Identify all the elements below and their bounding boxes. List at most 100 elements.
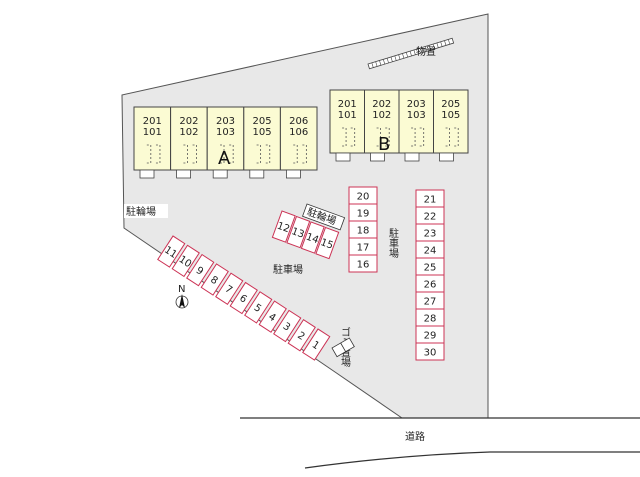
svg-text:8: 8	[208, 274, 219, 287]
parking-stall-right: 26	[415, 274, 445, 293]
parking-stall-right: 22	[415, 206, 445, 225]
parking-stall-right: 29	[415, 325, 445, 344]
svg-text:22: 22	[424, 212, 437, 223]
building-a-unit-upper: 201	[143, 116, 162, 127]
svg-text:13: 13	[290, 226, 306, 241]
svg-text:30: 30	[424, 348, 437, 359]
building-b-unit-lower: 101	[338, 110, 357, 121]
parking-stall-diagonal: 4	[258, 300, 287, 333]
road-line-bottom	[304, 451, 640, 469]
bicycle-parking-1-label: 駐輪場	[126, 205, 156, 218]
parking-stall-small: 15	[315, 226, 340, 260]
north-arrow-icon: N	[175, 284, 189, 309]
parking-stall-right: 25	[415, 257, 445, 276]
parking-stall-right: 24	[415, 240, 445, 259]
svg-text:24: 24	[424, 246, 437, 257]
svg-text:6: 6	[237, 293, 248, 306]
parking-stall-diagonal: 10	[171, 244, 200, 278]
svg-text:7: 7	[223, 284, 234, 297]
svg-text:16: 16	[357, 260, 370, 271]
svg-text:17: 17	[357, 243, 370, 254]
svg-text:2: 2	[295, 330, 306, 343]
building-b-unit-lower: 102	[372, 110, 391, 121]
parking-stall-middle: 20	[348, 186, 378, 205]
parking-right-label: 駐車場	[387, 227, 399, 259]
svg-text:20: 20	[357, 192, 370, 203]
svg-text:21: 21	[424, 195, 437, 206]
svg-text:N: N	[178, 284, 185, 295]
svg-text:14: 14	[304, 232, 320, 247]
parking-middle: 20 19 18 17 16	[348, 186, 378, 273]
building-a-unit-lower: 105	[253, 127, 272, 138]
svg-text:25: 25	[424, 263, 437, 274]
building-b-unit-upper: 205	[441, 99, 460, 110]
building-b-unit-upper: 202	[372, 99, 391, 110]
svg-text:27: 27	[424, 297, 437, 308]
building-a-unit-upper: 206	[289, 116, 308, 127]
building-a-unit-lower: 103	[216, 127, 235, 138]
svg-text:18: 18	[357, 226, 370, 237]
storage-strip	[367, 37, 455, 70]
building-b-unit-lower: 103	[407, 110, 426, 121]
parking-stall-right: 27	[415, 291, 445, 310]
parking-stall-right: 23	[415, 223, 445, 242]
parking-stall-small: 12	[271, 210, 296, 243]
road-label: 道路	[405, 430, 425, 443]
building-b-unit-lower: 105	[441, 110, 460, 121]
building-a-unit-lower: 102	[179, 127, 198, 138]
building-a-label: A	[218, 148, 231, 169]
building-a-unit-upper: 203	[216, 116, 235, 127]
building-b-unit-upper: 203	[407, 99, 426, 110]
parking-stall-diagonal: 1	[302, 328, 331, 361]
parking-stall-small: 14	[300, 221, 325, 254]
svg-text:26: 26	[424, 280, 437, 291]
parking-stall-diagonal: 5	[244, 291, 273, 324]
parking-left-label: 駐車場	[273, 263, 303, 276]
parking-stall-right: 30	[415, 342, 445, 361]
parking-stall-diagonal: 9	[186, 253, 215, 287]
building-b-label: B	[378, 134, 390, 155]
parking-stall-diagonal: 8	[200, 263, 229, 296]
parking-stall-right: 28	[415, 308, 445, 327]
svg-text:19: 19	[357, 209, 370, 220]
parking-stall-diagonal: 6	[229, 281, 258, 315]
parking-stall-small: 13	[286, 215, 311, 249]
parking-stall-diagonal: 7	[215, 272, 244, 305]
svg-text:4: 4	[266, 312, 277, 325]
bicycle-parking-1-box	[124, 204, 168, 218]
parking-stall-diagonal: 3	[273, 309, 302, 343]
svg-text:9: 9	[194, 265, 205, 278]
parking-stall-middle: 16	[348, 254, 378, 273]
svg-text:1: 1	[310, 339, 321, 352]
svg-text:23: 23	[424, 229, 437, 240]
building-b-unit-upper: 201	[338, 99, 357, 110]
building-a-unit-upper: 202	[179, 116, 198, 127]
parking-stall-diagonal: 2	[287, 319, 316, 352]
svg-text:3: 3	[281, 321, 292, 334]
parking-stall-middle: 17	[348, 237, 378, 256]
parking-stall-middle: 19	[348, 203, 378, 222]
parking-stall-middle: 18	[348, 220, 378, 239]
svg-text:28: 28	[424, 314, 437, 325]
svg-text:5: 5	[252, 302, 263, 315]
parking-stall-diagonal: 11	[157, 235, 186, 268]
svg-text:15: 15	[319, 237, 335, 252]
building-a-unit-lower: 106	[289, 127, 308, 138]
svg-text:12: 12	[275, 221, 291, 236]
storage-label: 物置	[416, 45, 436, 58]
